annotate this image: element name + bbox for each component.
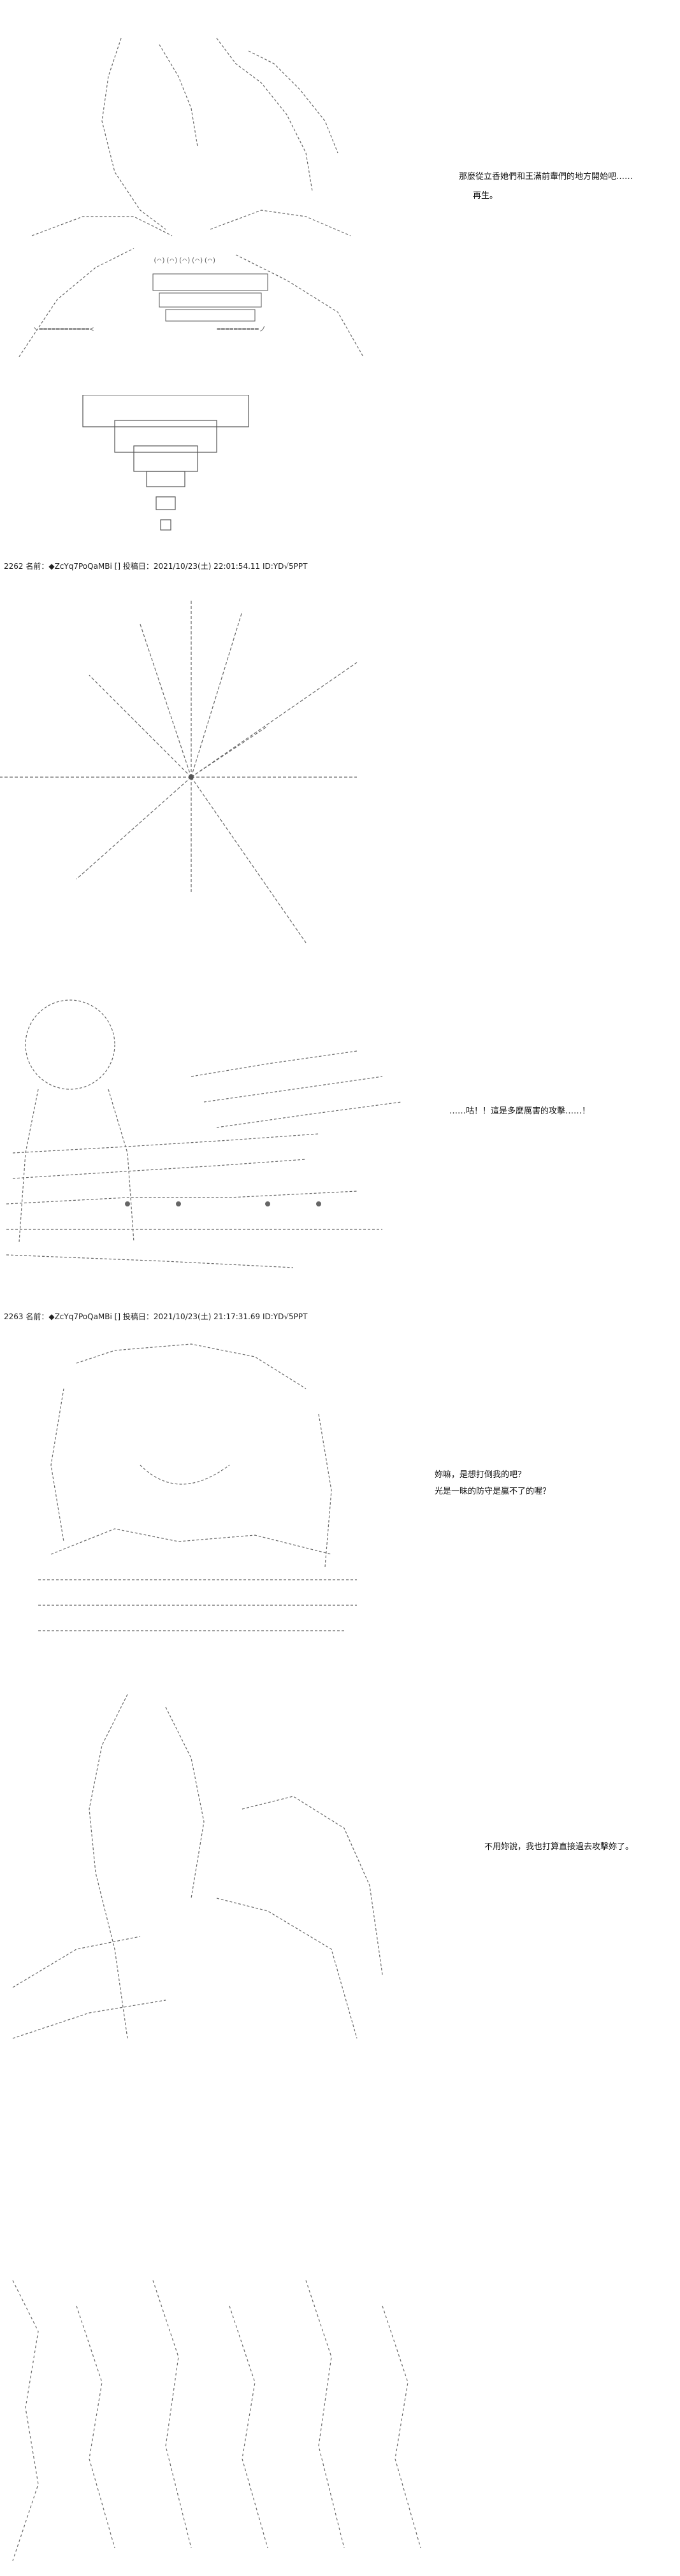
svg-text:(⌒)(⌒)(⌒)(⌒)(⌒): (⌒)(⌒)(⌒)(⌒)(⌒) bbox=[153, 256, 216, 264]
panel-5: 不用妳說，我也打算直接過去攻擊妳了。 bbox=[0, 1669, 680, 2064]
panel-2 bbox=[0, 573, 680, 968]
ascii-art-explosion bbox=[0, 586, 382, 968]
panel-4: 妳嘛，是想打倒我的吧？ 光是一昧的防守是贏不了的喔？ bbox=[0, 1325, 680, 1656]
panel-1: ヽ============< ==========ノ (⌒)(⌒)(⌒)(⌒)(… bbox=[0, 0, 680, 561]
dialog-line: 再生。 bbox=[473, 191, 498, 201]
ascii-art-cups bbox=[76, 395, 255, 548]
dialog-line: 那麼從立香她們和王滿前輩們的地方開始吧…… bbox=[459, 172, 633, 182]
ascii-art-motion-lines bbox=[0, 2255, 446, 2573]
ascii-art-girls-teaset: ヽ============< ==========ノ (⌒)(⌒)(⌒)(⌒)(… bbox=[6, 25, 389, 357]
svg-text:ヽ============<: ヽ============< bbox=[32, 325, 94, 333]
dialog-line: 不用妳說，我也打算直接過去攻擊妳了。 bbox=[484, 1842, 634, 1852]
ascii-art-figure-attack bbox=[0, 987, 408, 1306]
svg-text:==========ノ: ==========ノ bbox=[217, 325, 266, 333]
dialog-line: ……咕！！這是多麼厲害的攻擊……！ bbox=[449, 1106, 591, 1116]
post-header: 2262 名前：◆ZcYq7PoQaMBi [] 投稿日：2021/10/23(… bbox=[4, 562, 308, 571]
ascii-art-girl-smiling bbox=[25, 1338, 382, 1643]
dialog-line: 光是一昧的防守是贏不了的喔？ bbox=[435, 1487, 551, 1496]
dialog-line: 妳嘛，是想打倒我的吧？ bbox=[435, 1470, 526, 1480]
panel-3: ……咕！！這是多麼厲害的攻擊……！ bbox=[0, 981, 680, 1312]
post-header: 2263 名前：◆ZcYq7PoQaMBi [] 投稿日：2021/10/23(… bbox=[4, 1312, 308, 1321]
panel-6 bbox=[0, 2077, 680, 2573]
ascii-art-two-figures bbox=[0, 1682, 408, 2064]
